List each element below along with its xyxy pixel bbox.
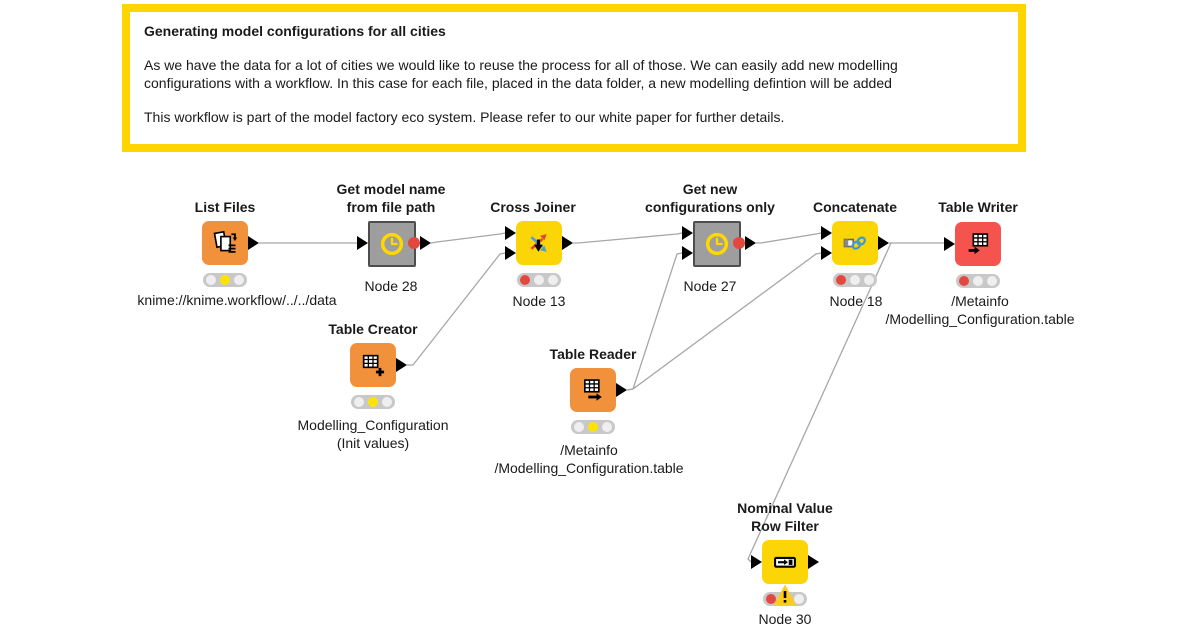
- node-title-cross-joiner: Cross Joiner: [490, 199, 576, 215]
- table-read-icon: [584, 379, 602, 401]
- node-title-get-new-configs: Get new configurations only: [645, 181, 775, 215]
- node-table-reader[interactable]: [570, 368, 616, 412]
- connection-tablecreator-crossjoiner[interactable]: [407, 252, 506, 366]
- output-port-table-reader[interactable]: [616, 383, 627, 397]
- table-plus-icon: [362, 354, 385, 377]
- table-write-icon: [968, 233, 989, 255]
- node-title-get-model-name: Get model name from file path: [336, 181, 446, 215]
- node-caption-nominal-row-filter: Node 30: [758, 611, 812, 627]
- node-caption-list-files: knime://knime.workflow/../../data: [137, 292, 337, 308]
- annotation-paragraph-1: As we have the data for a lot of cities …: [144, 57, 898, 91]
- node-cross-joiner[interactable]: [516, 221, 562, 265]
- input-port-nominal-row-filter[interactable]: [751, 555, 762, 569]
- input-port-1-get-new-configs[interactable]: [682, 226, 693, 240]
- input-port-1-cross-joiner[interactable]: [505, 226, 516, 240]
- clock-icon: [705, 232, 729, 256]
- node-title-table-reader: Table Reader: [549, 346, 637, 362]
- output-port-list-files[interactable]: [248, 236, 259, 250]
- status-light-table-reader: [571, 420, 615, 434]
- input-port-2-cross-joiner[interactable]: [505, 246, 516, 260]
- node-title-list-files: List Files: [194, 199, 256, 215]
- node-caption-concatenate: Node 18: [829, 293, 883, 309]
- input-port-1-concatenate[interactable]: [821, 226, 832, 240]
- files-list-icon: [213, 230, 238, 253]
- status-light-list-files: [203, 273, 247, 287]
- input-port-table-writer[interactable]: [944, 237, 955, 251]
- clock-icon: [380, 232, 404, 256]
- status-light-table-creator: [351, 395, 395, 409]
- node-table-writer[interactable]: [955, 222, 1001, 266]
- output-port-nominal-row-filter[interactable]: [808, 555, 819, 569]
- output-port-cross-joiner[interactable]: [562, 236, 573, 250]
- node-caption-get-new-configs: Node 27: [683, 278, 737, 294]
- connection-tablereader-concatenate[interactable]: [626, 252, 822, 391]
- workflow-annotation[interactable]: Generating model configurations for all …: [122, 4, 1026, 152]
- status-light-cross-joiner: [517, 273, 561, 287]
- annotation-title: Generating model configurations for all …: [144, 23, 446, 39]
- input-port-2-get-new-configs[interactable]: [682, 246, 693, 260]
- node-nominal-row-filter[interactable]: [762, 540, 808, 584]
- connection-getmodelname-crossjoiner[interactable]: [430, 232, 506, 244]
- status-dot-get-new-configs: [733, 237, 745, 249]
- input-port-2-concatenate[interactable]: [821, 246, 832, 260]
- output-port-table-creator[interactable]: [396, 358, 407, 372]
- status-light-table-writer: [956, 274, 1000, 288]
- cross-arrows-icon: [530, 234, 547, 252]
- node-table-creator[interactable]: [350, 343, 396, 387]
- output-port-get-new-configs[interactable]: [745, 236, 756, 250]
- node-list-files[interactable]: [202, 221, 248, 265]
- annotation-paragraph-2: This workflow is part of the model facto…: [144, 109, 785, 125]
- node-title-nominal-row-filter: Nominal Value Row Filter: [737, 500, 833, 534]
- input-port-get-model-name[interactable]: [357, 236, 368, 250]
- node-caption-get-model-name: Node 28: [364, 278, 418, 294]
- node-title-table-creator: Table Creator: [328, 321, 418, 337]
- status-light-concatenate: [833, 273, 877, 287]
- node-caption-cross-joiner: Node 13: [512, 293, 566, 309]
- node-caption-table-writer: /Metainfo /Modelling_Configuration.table: [885, 293, 1075, 327]
- node-title-concatenate: Concatenate: [812, 199, 898, 215]
- connection-getnewconfigs-concatenate[interactable]: [756, 232, 822, 244]
- row-filter-icon: [774, 556, 796, 568]
- connection-tablereader-getnewconfigs[interactable]: [626, 252, 683, 391]
- status-dot-get-model-name: [408, 237, 420, 249]
- output-port-get-model-name[interactable]: [420, 236, 431, 250]
- node-concatenate[interactable]: [832, 221, 878, 265]
- warning-icon: [774, 584, 796, 605]
- node-title-table-writer: Table Writer: [938, 199, 1018, 215]
- concatenate-icon: [843, 236, 866, 250]
- output-port-concatenate[interactable]: [878, 236, 889, 250]
- node-caption-table-reader: /Metainfo /Modelling_Configuration.table: [494, 442, 684, 476]
- connection-crossjoiner-getnewconfigs[interactable]: [573, 232, 683, 244]
- node-caption-table-creator: Modelling_Configuration (Init values): [297, 417, 449, 451]
